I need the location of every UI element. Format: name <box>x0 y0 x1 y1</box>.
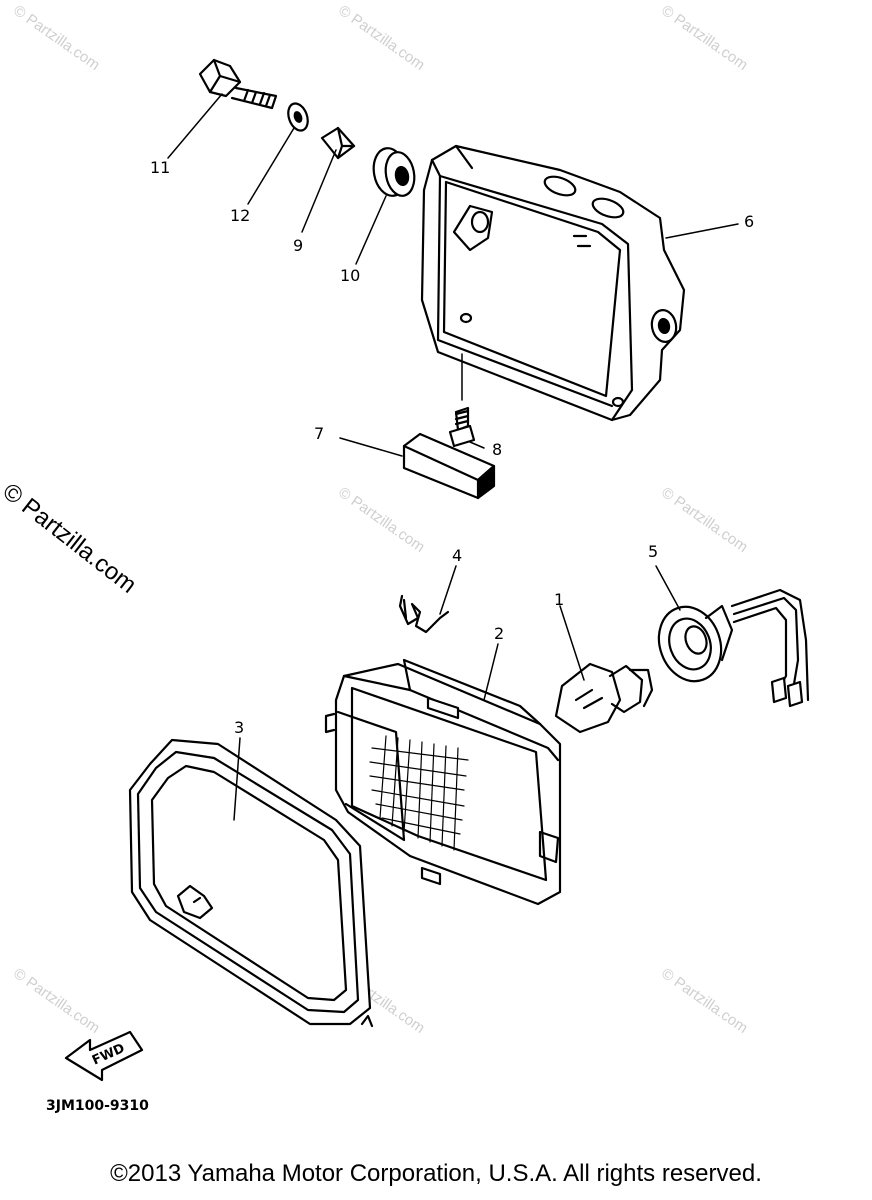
screw-part <box>448 406 476 448</box>
bulb-part <box>554 662 654 734</box>
callout-2: 2 <box>494 624 505 643</box>
fwd-arrow-icon <box>64 1030 144 1082</box>
copyright-notice: ©2013 Yamaha Motor Corporation, U.S.A. A… <box>110 1160 762 1187</box>
callout-7: 7 <box>314 424 325 443</box>
callout-5: 5 <box>648 542 659 561</box>
collar-part <box>320 126 356 160</box>
headlight-housing-part <box>420 144 686 422</box>
leader-lines <box>167 93 739 821</box>
bolt-part <box>198 58 278 110</box>
drawing-code: 3JM100-9310 <box>46 1098 149 1114</box>
rim-part <box>128 738 374 1028</box>
callout-4: 4 <box>452 546 463 565</box>
pad-part <box>402 432 496 500</box>
bulb-socket-part <box>657 588 810 708</box>
lens-pattern <box>369 735 469 851</box>
callout-9: 9 <box>293 236 304 255</box>
callout-10: 10 <box>340 266 361 285</box>
spring-clip-part <box>398 594 450 634</box>
callout-11: 11 <box>150 158 171 177</box>
grommet-part <box>372 147 416 197</box>
callout-3: 3 <box>234 718 245 737</box>
sealed-beam-part <box>324 658 562 906</box>
callout-6: 6 <box>744 212 755 231</box>
callout-1: 1 <box>554 590 565 609</box>
washer-part <box>287 102 309 132</box>
callout-12: 12 <box>230 206 251 225</box>
callout-8: 8 <box>492 440 503 459</box>
